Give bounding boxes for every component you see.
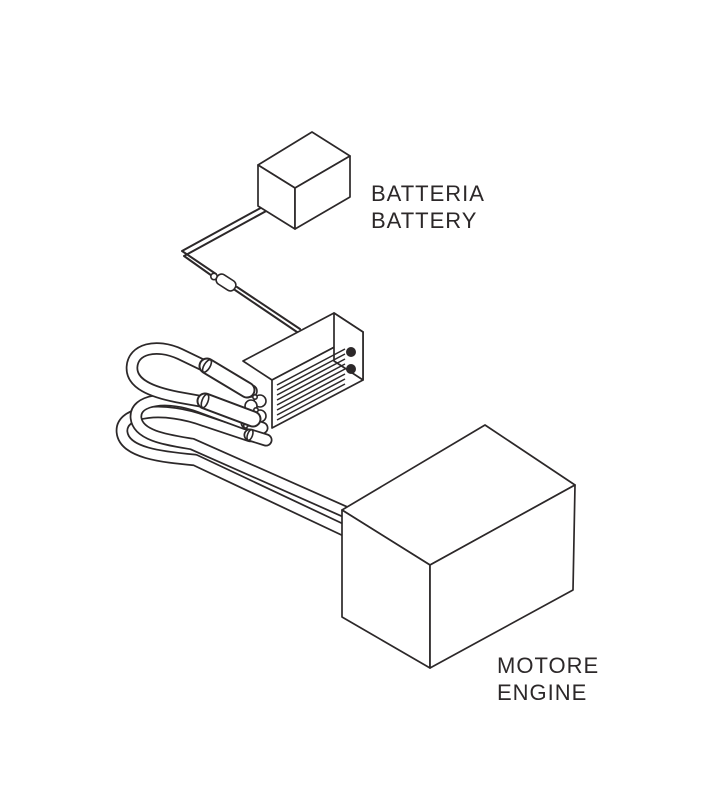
battery-right-face bbox=[294, 155, 351, 230]
port-ring-small bbox=[252, 393, 259, 400]
engine-label-line1: MOTORE bbox=[497, 653, 600, 678]
control-unit bbox=[242, 312, 364, 429]
fin-line bbox=[276, 373, 346, 411]
fin-line bbox=[276, 368, 346, 406]
stub-cap bbox=[246, 428, 254, 442]
fin-line bbox=[276, 378, 346, 416]
pipe-cap bbox=[200, 393, 210, 409]
battery-label: BATTERIA BATTERY bbox=[371, 180, 485, 234]
engine-label: MOTORE ENGINE bbox=[497, 652, 599, 706]
pipe-fill bbox=[198, 394, 260, 426]
inline-fuse bbox=[210, 272, 237, 292]
engine-right-face bbox=[429, 484, 576, 669]
cable-line-inner-2 bbox=[234, 289, 298, 333]
pipe-fill bbox=[200, 359, 254, 397]
fin-line bbox=[276, 358, 346, 396]
mounting-holes bbox=[346, 347, 356, 374]
engine-label-line2: ENGINE bbox=[497, 680, 588, 705]
vent-fins bbox=[276, 348, 346, 421]
cable-line-outer bbox=[181, 198, 278, 275]
cable-line-inner bbox=[183, 203, 280, 279]
hose-lower-fill bbox=[117, 407, 357, 539]
hole-dot bbox=[346, 347, 356, 357]
fin-line bbox=[276, 353, 346, 391]
fin-line bbox=[276, 383, 346, 421]
battery-box bbox=[257, 131, 351, 230]
pipe-cap bbox=[201, 359, 213, 373]
battery-cable bbox=[181, 198, 301, 333]
insulated-pipes bbox=[196, 357, 262, 428]
fin-line bbox=[276, 348, 346, 386]
fuse-body bbox=[215, 273, 237, 292]
control-unit-end-face bbox=[333, 312, 364, 381]
hose-upper-fill bbox=[127, 343, 212, 407]
battery-label-line1: BATTERIA bbox=[371, 181, 485, 206]
hole-dot bbox=[346, 364, 356, 374]
battery-label-line2: BATTERY bbox=[371, 208, 478, 233]
fin-line bbox=[276, 363, 346, 401]
coolant-hoses bbox=[115, 342, 359, 541]
engine-block bbox=[341, 424, 576, 669]
cable-line-outer-2 bbox=[236, 286, 301, 330]
